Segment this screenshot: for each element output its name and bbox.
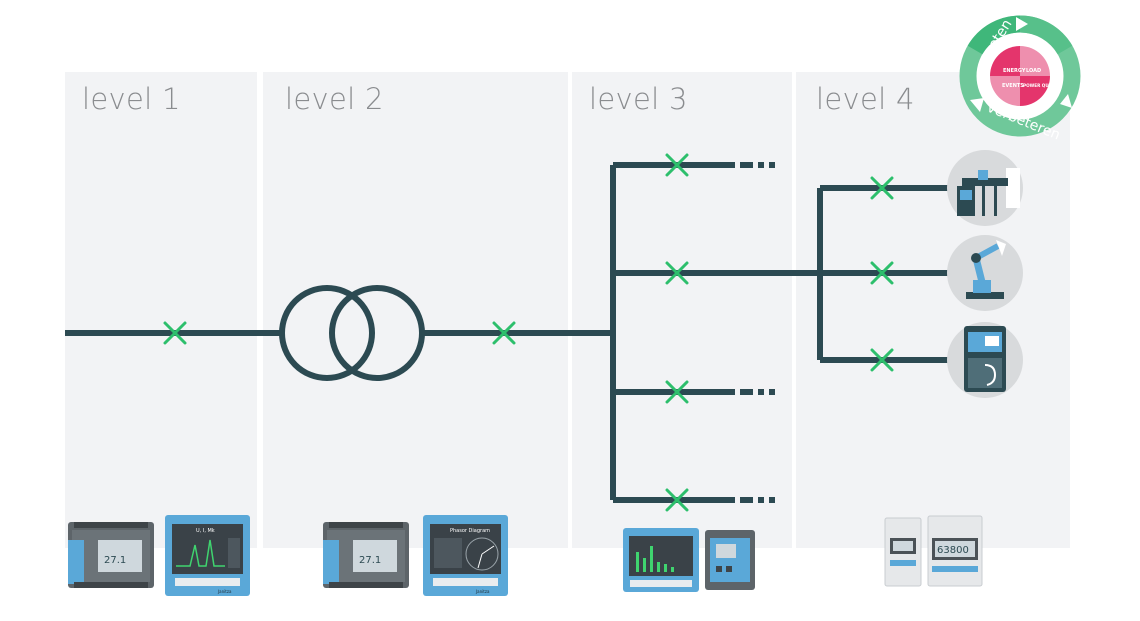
level-4-lcd-value: 63800 (937, 545, 969, 556)
robot-arm-icon (947, 235, 1023, 311)
level-4-label: level 4 (816, 82, 915, 116)
press-machine-icon (947, 150, 1023, 226)
level-2-lcd-value: 27.1 (359, 555, 381, 566)
level-4-panel (796, 72, 1070, 548)
switch-icon (870, 176, 894, 200)
level-1-meter-din: 27.1 (68, 522, 154, 588)
level-3-panel (572, 72, 792, 548)
switch-icon (665, 488, 689, 512)
level-2-screen-title: Phasor Diagram (450, 528, 490, 534)
quadrant-load: LOAD (1026, 68, 1041, 74)
switch-icon (665, 380, 689, 404)
level-3-din-meter (705, 530, 755, 590)
quadrant-power-quality: POWER QUALITY (1023, 83, 1063, 88)
level-1-label: level 1 (82, 82, 181, 116)
quadrant-energy: ENERGY (1003, 68, 1026, 74)
level-4-meter-small (884, 517, 922, 587)
meten-monitoren-verbeteren-badge: ENERGY LOAD EVENTS POWER QUALITY meten m… (959, 15, 1112, 143)
level-1-display-device: U, I, Mk Janitza (165, 515, 250, 596)
level-1-lcd-value: 27.1 (104, 555, 126, 566)
switch-icon (665, 153, 689, 177)
switch-icon (870, 348, 894, 372)
switch-icon (870, 261, 894, 285)
transformer-icon (279, 285, 425, 381)
charging-station-icon (947, 322, 1023, 398)
level-4-meter-large: 63800 (927, 515, 983, 587)
switch-icon (163, 321, 187, 345)
continuation-dashes (740, 162, 775, 503)
cycle-quadrants (990, 46, 1050, 106)
quadrant-events: EVENTS (1002, 83, 1024, 89)
level-3-display-device (623, 528, 699, 592)
level-2-brand: Janitza (475, 589, 490, 594)
switch-icon (492, 321, 516, 345)
switch-markers (163, 153, 894, 512)
switch-icon (665, 261, 689, 285)
level-2-meter-din: 27.1 (323, 522, 409, 588)
bus-lines (65, 162, 950, 503)
level-2-display-device: Phasor Diagram Janitza (423, 515, 508, 596)
level-3-label: level 3 (589, 82, 688, 116)
level-1-screen-title: U, I, Mk (196, 528, 215, 534)
level-2-label: level 2 (285, 82, 384, 116)
level-1-panel (65, 72, 257, 548)
level-1-brand: Janitza (217, 589, 232, 594)
